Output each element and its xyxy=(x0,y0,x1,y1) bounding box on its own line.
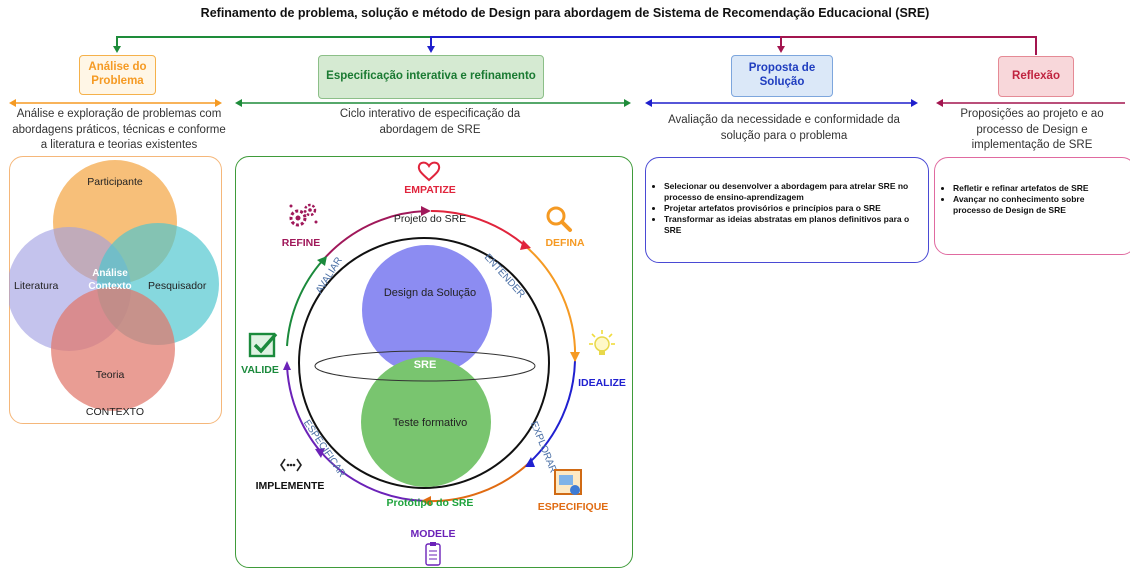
reflexao-bullet: Avançar no conhecimento sobre processo d… xyxy=(953,194,1121,216)
venn-label-pesquisador: Pesquisador xyxy=(148,280,207,292)
arc-modele-implemente xyxy=(319,450,426,502)
checkbox-icon xyxy=(248,332,278,358)
document-image-icon xyxy=(554,469,582,495)
stage-especifique: ESPECIFIQUE xyxy=(537,501,609,513)
venn-label-literatura: Literatura xyxy=(14,280,59,292)
design-solution-circle xyxy=(362,245,492,375)
arc-empatize-defina xyxy=(430,210,524,245)
formative-test-circle xyxy=(361,357,491,487)
description-proposta: Avaliação da necessidade e conformidade … xyxy=(668,114,900,142)
proposta-bullets: Selecionar ou desenvolver a abordagem pa… xyxy=(652,181,920,236)
venn-circle-teoria xyxy=(51,287,175,411)
header-analise: Análise do Problema xyxy=(79,55,156,95)
stage-defina: DEFINA xyxy=(545,237,585,249)
sre-plane-ellipse xyxy=(314,350,536,382)
magnifier-icon xyxy=(546,206,572,232)
prototype-label: Protótipo do SRE xyxy=(386,497,474,509)
project-label: Projeto do SRE xyxy=(393,213,467,225)
venn-label-teoria: Teoria xyxy=(95,369,125,381)
inner-cycle-circle xyxy=(298,237,550,489)
arrow-proposta xyxy=(645,99,918,107)
heart-icon xyxy=(417,161,441,182)
arrow-reflexao xyxy=(936,99,1125,107)
arc-idealize-especifique xyxy=(528,360,576,464)
stage-idealize: IDEALIZE xyxy=(578,377,626,389)
description-especificacao: Ciclo interativo de especificação da abo… xyxy=(339,108,521,136)
arc-implemente-valide xyxy=(286,365,321,452)
venn-diagram xyxy=(9,160,219,411)
stage-valide: VALIDE xyxy=(241,364,279,376)
venn-center-label: Análise Contexto xyxy=(88,268,132,292)
arc-defina-idealize xyxy=(522,243,577,362)
code-icon xyxy=(280,458,302,472)
arc-valide-refine xyxy=(286,259,324,347)
design-solution-label: Design da Solução xyxy=(383,287,477,299)
header-especificacao: Especificação interativa e refinamento xyxy=(318,55,544,99)
proposta-panel xyxy=(645,157,929,263)
reflexao-bullet: Refletir e refinar artefatos de SRE xyxy=(953,183,1121,194)
proposta-bullet: Selecionar ou desenvolver a abordagem pa… xyxy=(664,181,920,203)
sre-label: SRE xyxy=(413,359,437,371)
arrow-especificacao xyxy=(235,99,631,107)
header-reflexao: Reflexão xyxy=(998,56,1074,97)
description-analise: Análise e exploração de problemas com ab… xyxy=(12,108,226,152)
design-cycle-diagram xyxy=(283,206,580,506)
description-reflexao: Proposições ao projeto e ao processo de … xyxy=(960,108,1104,152)
gears-icon xyxy=(289,203,318,227)
proposta-bullet: Projetar artefatos provisórios e princíp… xyxy=(664,203,920,214)
stage-refine: REFINE xyxy=(281,237,321,249)
stage-implemente: IMPLEMENTE xyxy=(255,480,325,492)
diagram-title: Refinamento de problema, solução e métod… xyxy=(200,6,930,20)
header-proposta: Proposta de Solução xyxy=(731,55,833,97)
arrow-analise xyxy=(9,99,222,107)
venn-label-participante: Participante xyxy=(87,176,143,188)
clipboard-icon xyxy=(425,542,441,566)
reflexao-bullets: Refletir e refinar artefatos de SRE Avan… xyxy=(941,183,1121,216)
venn-context-label: CONTEXTO xyxy=(85,406,145,418)
lightbulb-icon xyxy=(589,330,615,355)
formative-test-label: Teste formativo xyxy=(392,417,468,429)
stage-modele: MODELE xyxy=(410,528,456,540)
proposta-bullet: Transformar as ideias abstratas em plano… xyxy=(664,214,920,236)
stage-empatize: EMPATIZE xyxy=(404,184,456,196)
reflexao-panel xyxy=(934,157,1130,255)
arc-especifique-modele xyxy=(424,462,530,503)
arc-refine-empatize xyxy=(322,210,426,261)
